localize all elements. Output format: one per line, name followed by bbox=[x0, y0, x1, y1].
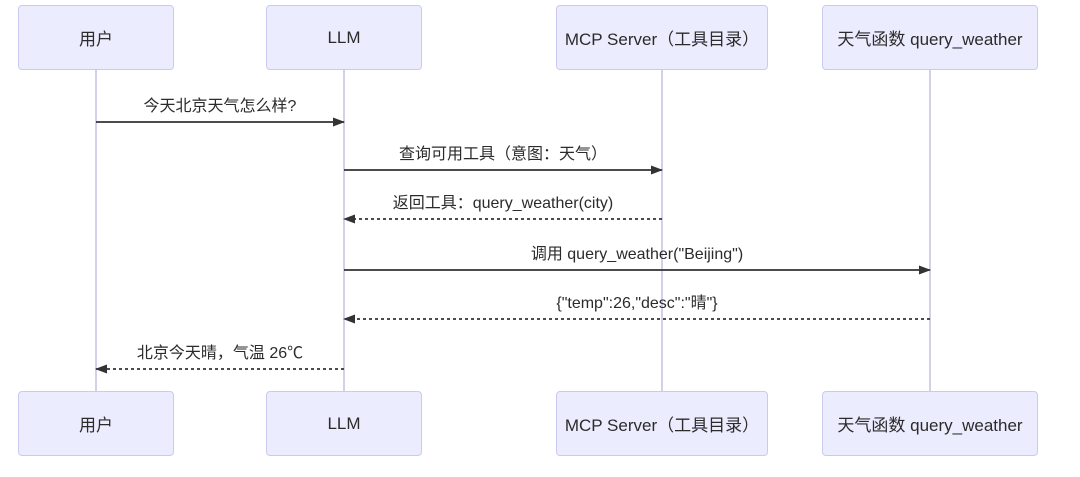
message-label-6: 北京今天晴，气温 26℃ bbox=[136, 345, 304, 362]
message-label-3: 返回工具：query_weather(city) bbox=[392, 195, 614, 212]
actor-bottom-user: 用户 bbox=[18, 391, 174, 456]
actor-bottom-mcp-server: MCP Server（工具目录） bbox=[556, 391, 768, 456]
actor-top-mcp-server: MCP Server（工具目录） bbox=[556, 5, 768, 70]
actor-label: LLM bbox=[327, 27, 361, 47]
actor-label: 用户 bbox=[79, 30, 113, 49]
message-label-5: {"temp":26,"desc":"晴"} bbox=[556, 295, 718, 312]
lifeline-llm bbox=[343, 70, 345, 391]
message-label-1: 今天北京天气怎么样? bbox=[143, 98, 297, 115]
lifeline-user bbox=[95, 70, 97, 391]
actor-label: LLM bbox=[327, 413, 361, 433]
actor-top-weather-fn: 天气函数 query_weather bbox=[822, 5, 1038, 70]
actor-label: 天气函数 query_weather bbox=[837, 416, 1023, 435]
actor-bottom-llm: LLM bbox=[266, 391, 422, 456]
message-label-2: 查询可用工具（意图：天气） bbox=[398, 146, 607, 163]
actor-bottom-weather-fn: 天气函数 query_weather bbox=[822, 391, 1038, 456]
actor-label: MCP Server（工具目录） bbox=[564, 30, 760, 49]
actor-top-llm: LLM bbox=[266, 5, 422, 70]
actor-top-user: 用户 bbox=[18, 5, 174, 70]
lifeline-weather-fn bbox=[929, 70, 931, 391]
actor-label: MCP Server（工具目录） bbox=[564, 416, 760, 435]
message-label-4: 调用 query_weather("Beijing") bbox=[530, 246, 744, 263]
actor-label: 用户 bbox=[79, 416, 113, 435]
actor-label: 天气函数 query_weather bbox=[837, 30, 1023, 49]
lifeline-mcp-server bbox=[661, 70, 663, 391]
